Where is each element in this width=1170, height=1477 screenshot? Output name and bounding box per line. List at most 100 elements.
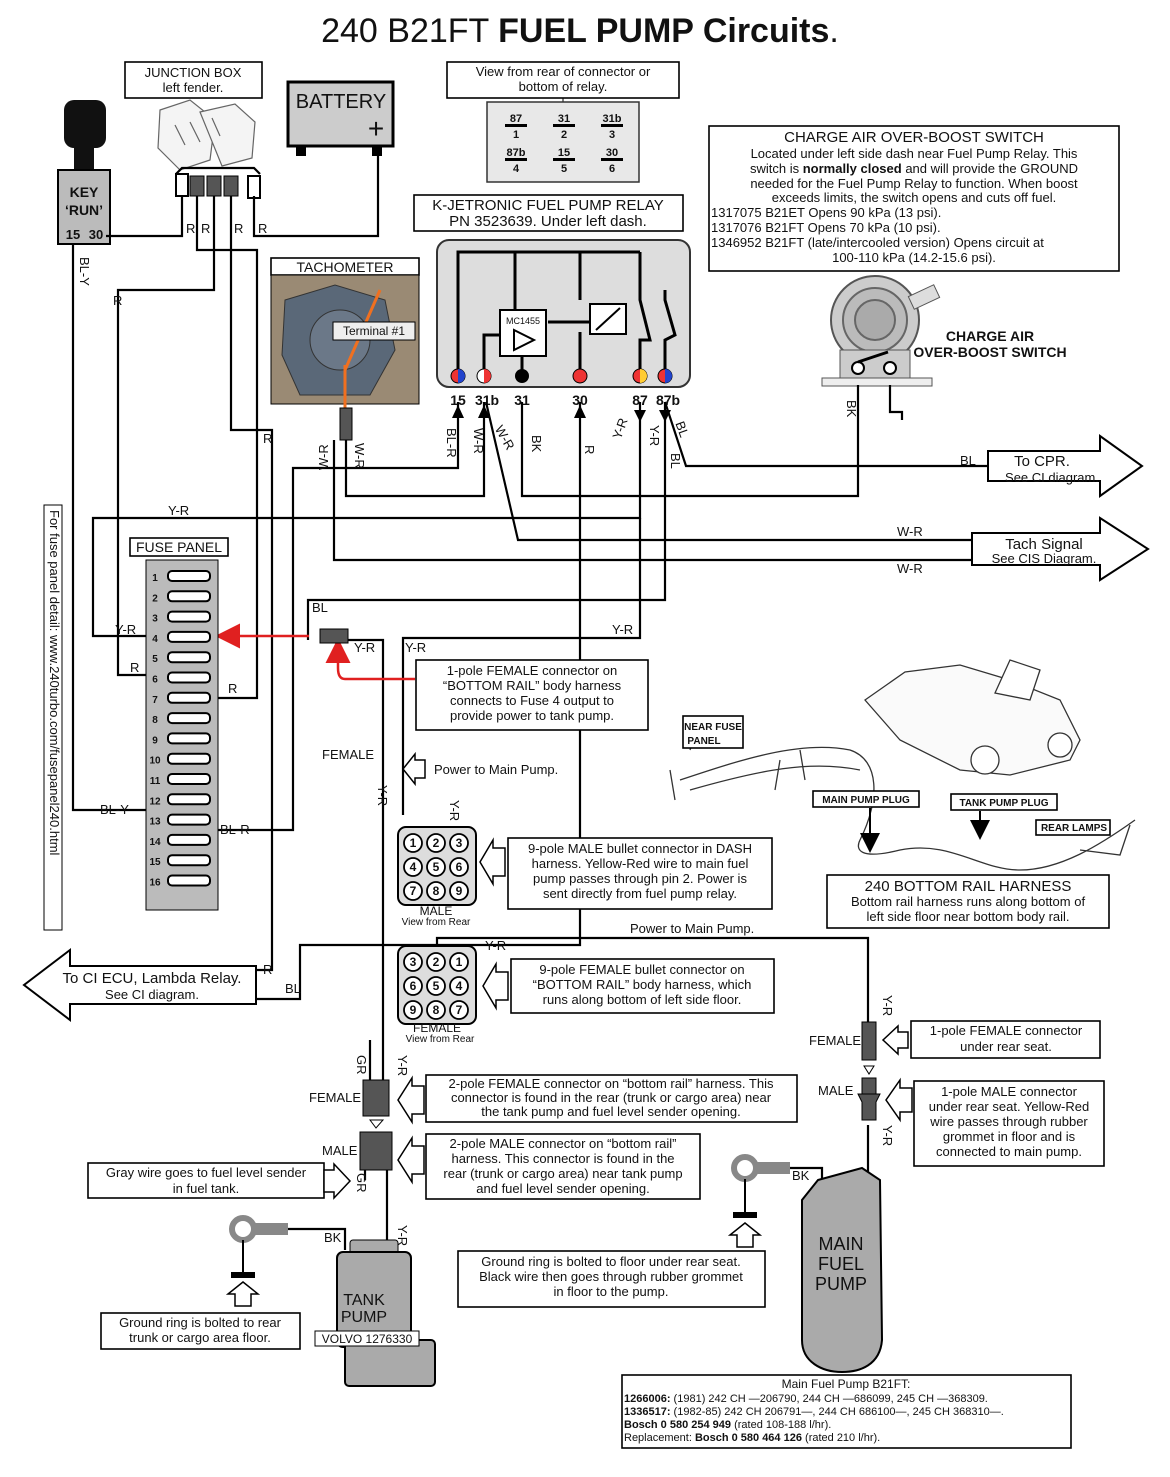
svg-text:R: R: [228, 681, 237, 696]
nm-l4: sent directly from fuel pump relay.: [543, 886, 737, 901]
relay-pin-top-4: 15: [558, 147, 570, 159]
fuse-number-8: 8: [152, 715, 158, 726]
bottom-rail-harness-illustration: [669, 659, 1136, 871]
op-f4-l3: connects to Fuse 4 output to: [450, 693, 614, 708]
rm-l2: under rear seat. Yellow-Red: [929, 1099, 1089, 1114]
fuse-detail-url: For fuse panel detail: www.240turbo.com/…: [47, 510, 62, 856]
svg-text:Y-R: Y-R: [168, 503, 189, 518]
svg-text:31: 31: [514, 392, 530, 408]
fuse-12: [167, 793, 211, 806]
terminal-1-callout: [332, 321, 416, 341]
op-f4-l1: 1-pole FEMALE connector on: [447, 663, 618, 678]
near-fuse-text: NEAR FUSE: [684, 722, 742, 733]
main-pump-l2: FUEL: [818, 1254, 864, 1274]
ground-ring-floor: [727, 1154, 790, 1248]
ground-trunk-callout: [100, 1312, 301, 1350]
fuse-4: [167, 630, 211, 643]
rf-l1: 1-pole FEMALE connector: [930, 1023, 1083, 1038]
op-f4-l4: provide power to tank pump.: [450, 708, 614, 723]
gw-l2: in fuel tank.: [173, 1181, 240, 1196]
cao-l7: 1346952 B21FT (late/intercooled version)…: [711, 235, 1044, 250]
tank-pump-l1: TANK: [343, 1292, 385, 1309]
relay-pin-top-3: 87b: [507, 147, 526, 159]
rm-l3: wire passes through rubber: [929, 1114, 1088, 1129]
svg-text:BL: BL: [285, 981, 301, 996]
tpm-l2: harness. This connector is found in the: [451, 1151, 674, 1166]
kjet-pn: PN 3523639. Under left dash.: [449, 213, 647, 230]
svg-text:Y-R: Y-R: [115, 622, 136, 637]
svg-text:87b: 87b: [656, 392, 680, 408]
fuse-number-2: 2: [152, 593, 158, 604]
nine-male-callout: [507, 837, 773, 910]
fuse-number-5: 5: [152, 654, 158, 665]
tpm-l3: rear (trunk or cargo area) near tank pum…: [443, 1166, 682, 1181]
gf-l1: Ground ring is bolted to floor under rea…: [481, 1254, 740, 1269]
svg-text:Y-R: Y-R: [880, 1125, 895, 1146]
key-label: KEY: [70, 184, 99, 200]
svg-text:FEMALE: FEMALE: [809, 1033, 861, 1048]
mpi-l4: Replacement: Bosch 0 580 464 126 (rated …: [624, 1432, 880, 1444]
fem9-pin-3: 3: [410, 955, 417, 969]
svg-text:Y-R: Y-R: [609, 416, 630, 441]
nm-l1: 9-pole MALE bullet connector in DASH: [528, 841, 752, 856]
relay-pin-num-3: 4: [513, 163, 520, 175]
gt-l2: trunk or cargo area floor.: [129, 1330, 271, 1345]
switch-title-1: CHARGE AIR: [946, 328, 1034, 344]
key-terminal-30: 30: [89, 227, 103, 242]
cao-l1: Located under left side dash near Fuel P…: [751, 146, 1078, 161]
to-ci-ecu-arrow: [22, 947, 257, 1023]
gt-l1: Ground ring is bolted to rear: [119, 1315, 282, 1330]
wire-labels: R R R R R R R R R BL R BL-Y BL-Y BL-R BL…: [77, 221, 976, 1246]
male9-pin-6: 6: [456, 860, 463, 874]
to-ci-ecu-l1: To CI ECU, Lambda Relay.: [63, 970, 242, 987]
tach-signal-l2: See CIS Diagram.: [992, 551, 1097, 566]
junction-box-title: JUNCTION BOX: [145, 65, 242, 80]
svg-text:Y-R: Y-R: [375, 785, 390, 806]
cao-l8: 100-110 kPa (14.2-15.6 psi).: [832, 250, 996, 265]
svg-text:FEMALE: FEMALE: [309, 1090, 361, 1105]
fem9-pin-9: 9: [410, 1003, 417, 1017]
tpm-l1: 2-pole MALE connector on “bottom rail”: [450, 1136, 677, 1151]
svg-text:BL-Y: BL-Y: [100, 802, 129, 817]
page-title: 240 B21FT FUEL PUMP Circuits.: [321, 12, 839, 50]
to-cpr-arrow: [987, 434, 1144, 498]
fuse-number-4: 4: [152, 634, 158, 645]
relay-terminal-labels: 15 31b 31 30 87 87b: [450, 392, 680, 408]
fuse-number-7: 7: [152, 695, 158, 706]
svg-text:R: R: [130, 660, 139, 675]
svg-text:R: R: [186, 221, 195, 236]
two-pole-female-connector: [362, 1079, 390, 1117]
relay-pin-num-4: 5: [561, 163, 567, 175]
rear-lamps-label: [1035, 819, 1111, 836]
terminal-1-label: Terminal #1: [343, 324, 405, 338]
kjet-title: K-JETRONIC FUEL PUMP RELAY: [432, 197, 663, 214]
svg-text:BL-R: BL-R: [444, 428, 459, 458]
relay-pin-top-2: 31b: [603, 113, 622, 125]
svg-text:BK: BK: [844, 400, 859, 418]
gf-l2: Black wire then goes through rubber grom…: [479, 1269, 743, 1284]
nf-l3: runs along bottom of left side floor.: [543, 992, 742, 1007]
svg-text:MALE: MALE: [322, 1143, 358, 1158]
svg-text:BL: BL: [312, 600, 328, 615]
cao-l5: 1317075 B21ET Opens 90 kPa (13 psi).: [711, 205, 941, 220]
fuse-number-15: 15: [149, 857, 161, 868]
battery-label: BATTERY: [296, 91, 386, 113]
relay-pin-num-5: 6: [609, 163, 615, 175]
bottom-rail-red-arrow: [325, 638, 415, 681]
svg-text:GR: GR: [354, 1173, 369, 1193]
nf-l2: “BOTTOM RAIL” body harness, which: [533, 977, 752, 992]
relay-input-arrows: [452, 405, 671, 422]
fuse-number-16: 16: [149, 878, 161, 889]
tank-pump-part-box: [314, 1330, 420, 1347]
two-pole-male-callout: [425, 1133, 701, 1200]
kjet-label: [413, 194, 684, 232]
fuse-panel-title: FUSE PANEL: [136, 539, 222, 555]
fuse-panel-label: [129, 537, 229, 557]
svg-text:W-R: W-R: [316, 444, 331, 470]
rear-lamps-text: REAR LAMPS: [1041, 823, 1107, 834]
svg-text:87: 87: [632, 392, 648, 408]
